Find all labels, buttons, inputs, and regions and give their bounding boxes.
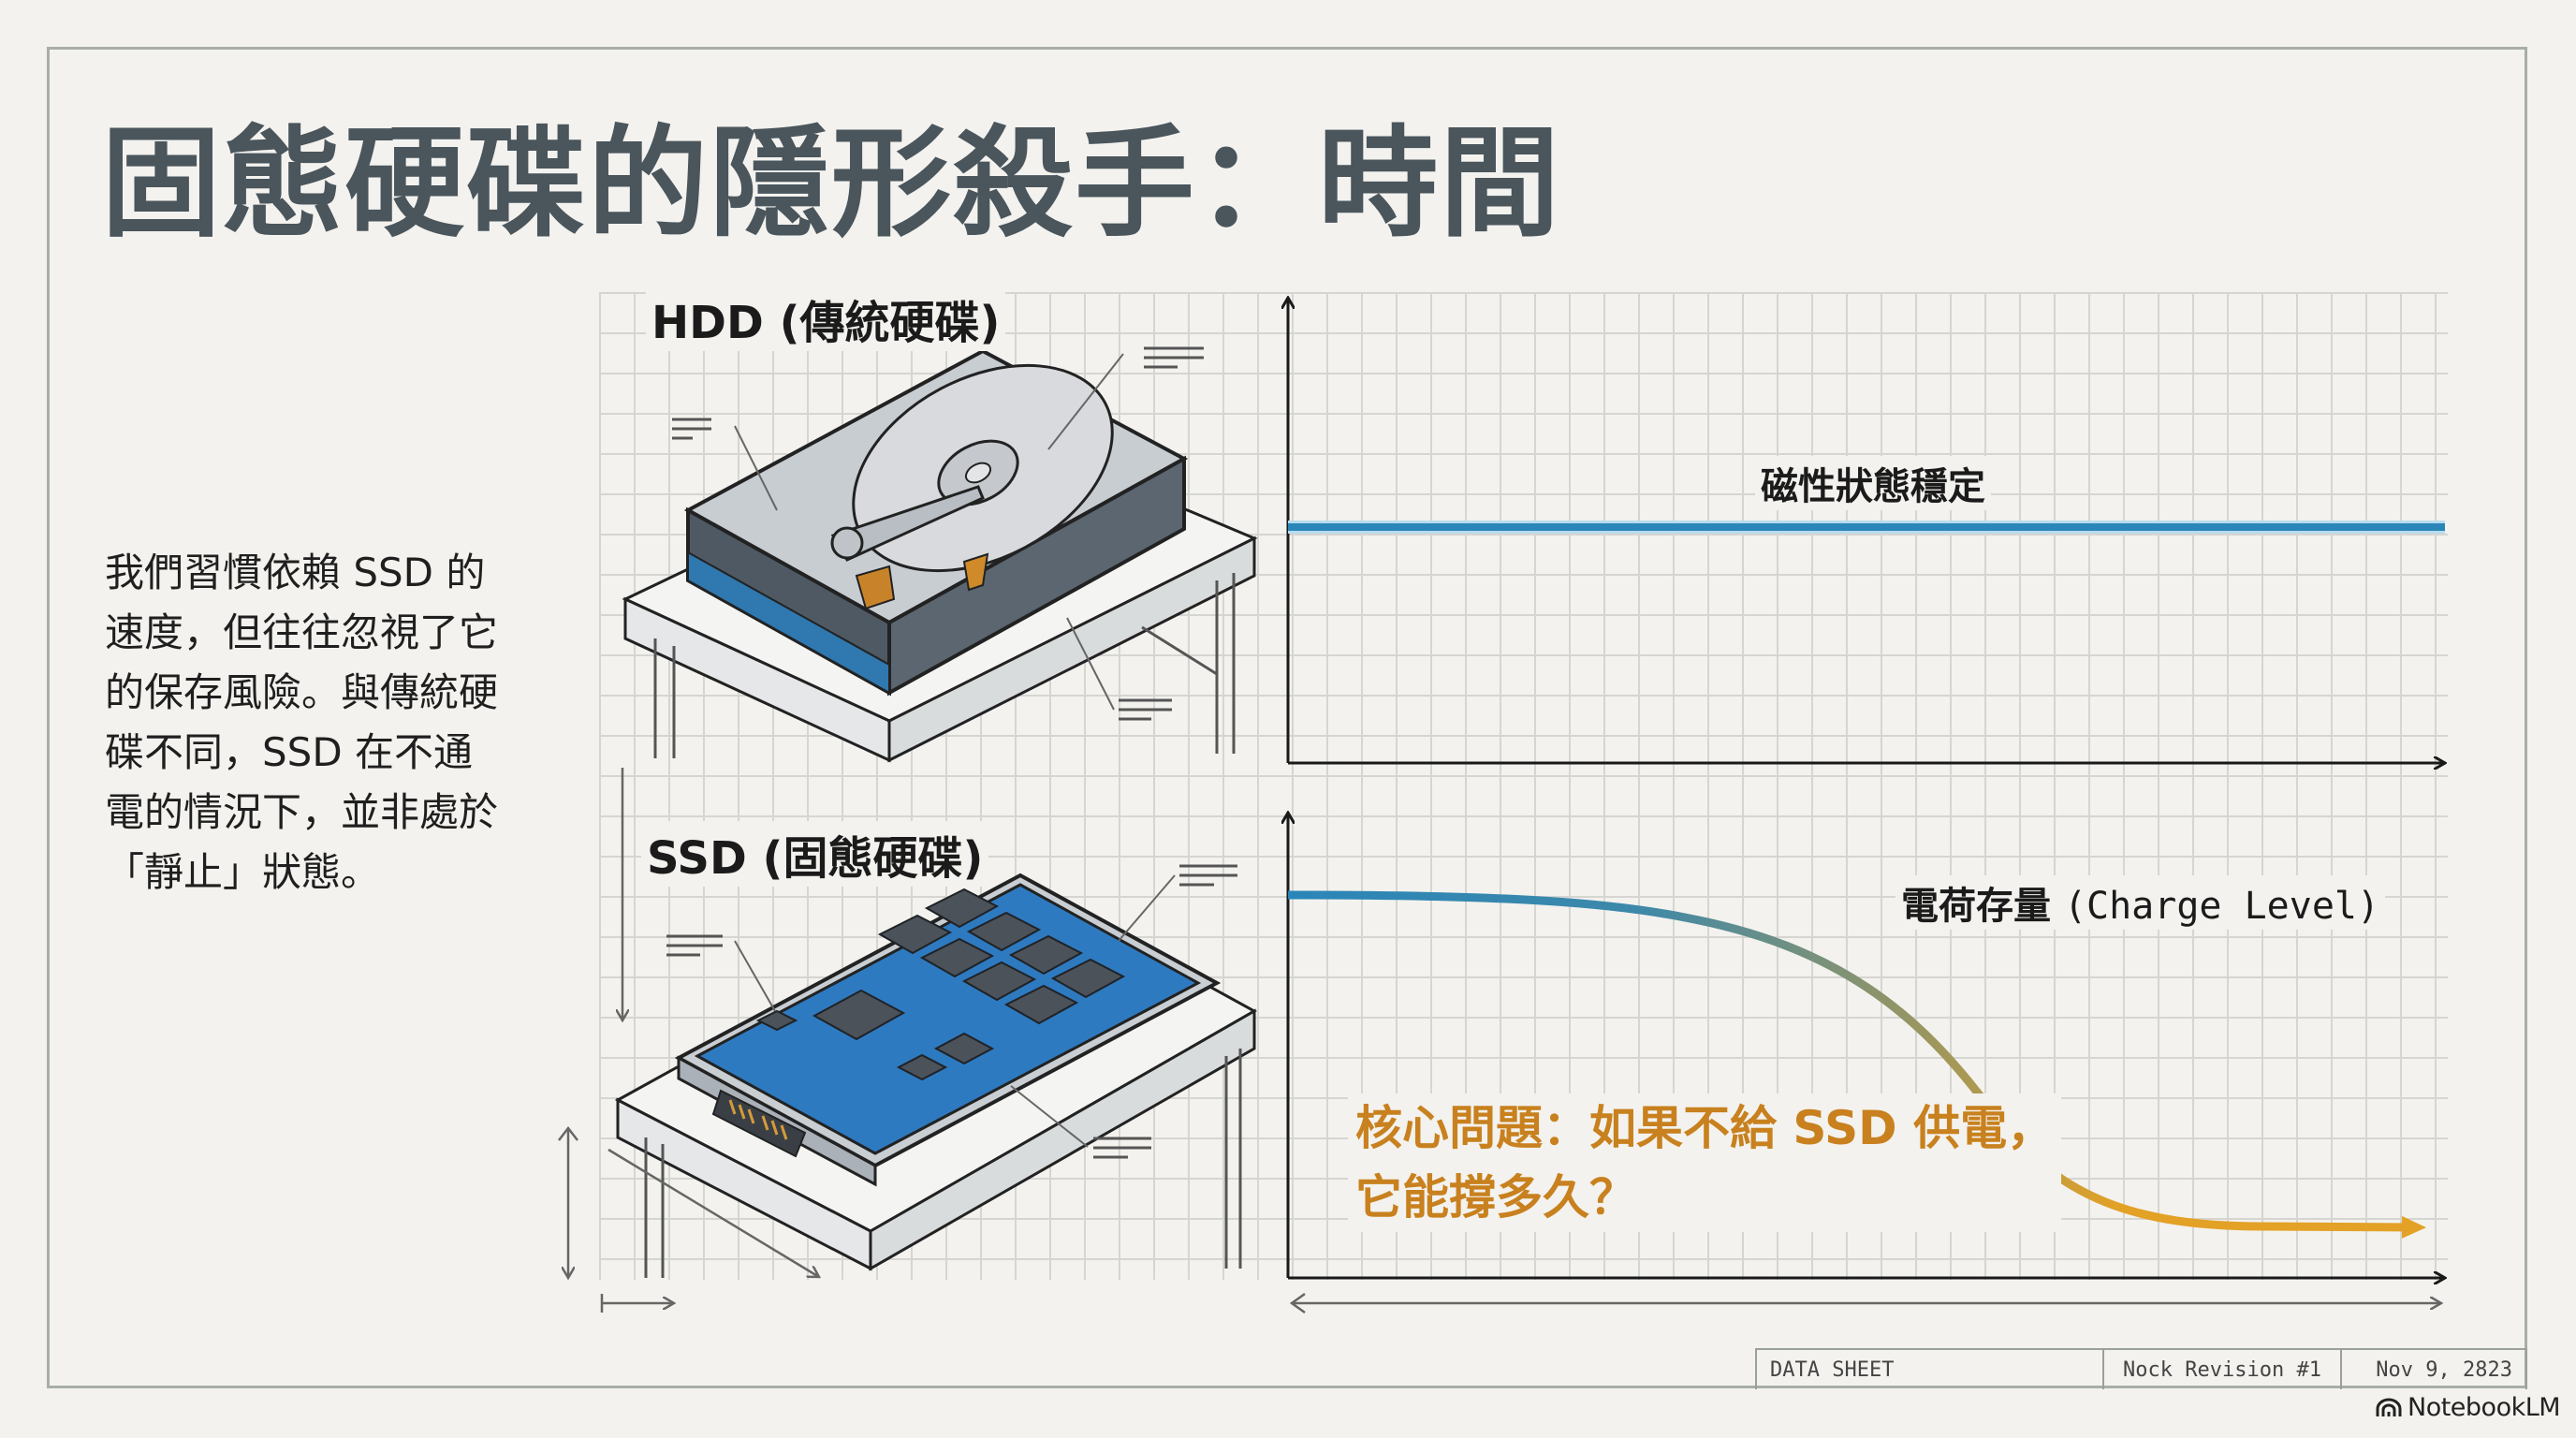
ssd-label: SSD (固態硬碟) [641,821,989,887]
question-line: 它能撐多久？ [1355,1170,1636,1225]
title-block-table: DATA SHEET Nock Revision #1 Nov 9, 2823 [1755,1348,2527,1389]
revision-cell: Nock Revision #1 [2104,1350,2342,1389]
body-line: 我們習慣依賴 SSD 的 [105,550,486,595]
brand-name: NotebookLM [2408,1393,2561,1422]
ssd-chart [1287,813,2445,1314]
body-line: 「靜止」狀態。 [105,849,381,895]
charge-curve [1287,890,2426,1239]
ssd-chart-annotation: 電荷存量 (Charge Level) [1895,875,2386,930]
body-line: 碟不同，SSD 在不通 [105,729,474,775]
hdd-chart-annotation: 磁性狀態穩定 [1755,456,1991,510]
sheet-type-cell: DATA SHEET [1757,1350,2104,1389]
hdd-illustration-icon [622,346,1258,763]
hdd-label: HDD (傳統硬碟) [646,286,1006,351]
slide-frame [47,47,2527,1388]
body-line: 電的情況下，並非處於 [105,789,499,835]
question-line: 核心問題：如果不給 SSD 供電， [1355,1101,2055,1155]
body-line: 速度，但往往忽視了它 [105,609,499,655]
ssd-illustration-icon [558,768,1258,1313]
notebooklm-logo-icon [2376,1398,2402,1416]
notebooklm-brand: NotebookLM [2376,1393,2561,1422]
body-line: 的保存風險。與傳統硬 [105,669,499,715]
core-question: 核心問題：如果不給 SSD 供電， 它能撐多久？ [1348,1093,2062,1232]
charge-level-english: (Charge Level) [2063,885,2380,928]
hdd-chart [1288,298,2445,763]
page-title: 固態硬碟的隱形殺手：時間 [101,114,1562,254]
body-paragraph: 我們習慣依賴 SSD 的 速度，但往往忽視了它 的保存風險。與傳統硬 碟不同，S… [105,543,545,902]
date-cell: Nov 9, 2823 [2376,1357,2512,1382]
